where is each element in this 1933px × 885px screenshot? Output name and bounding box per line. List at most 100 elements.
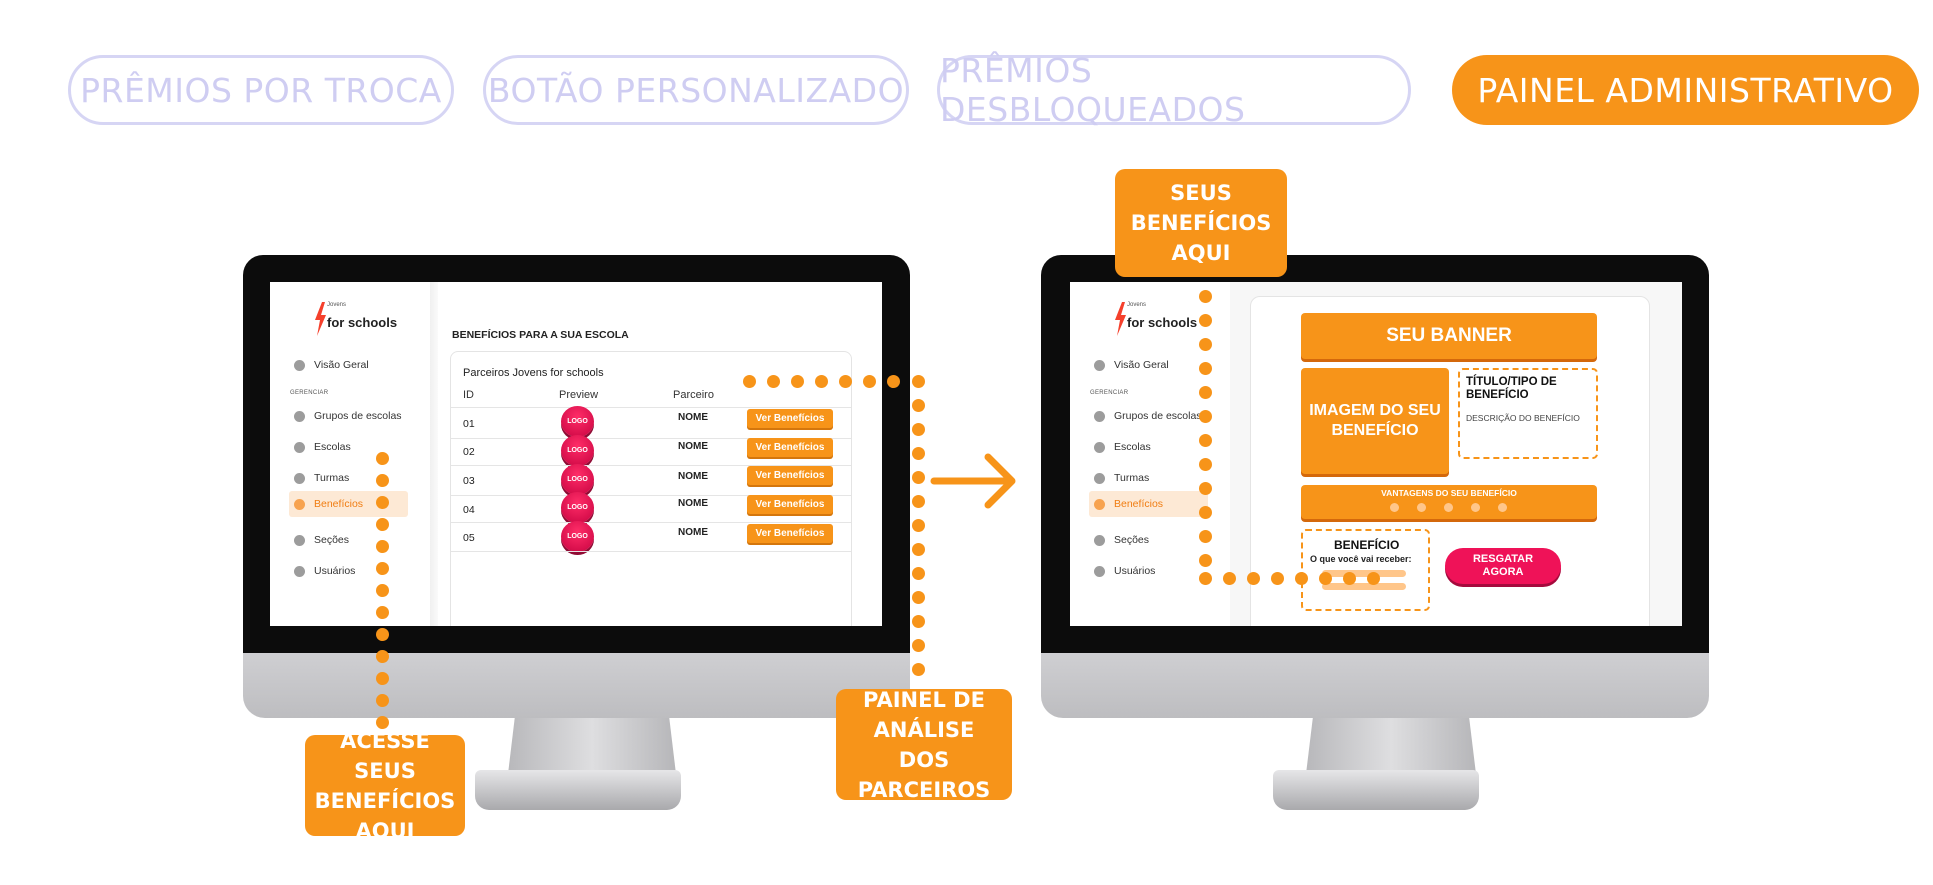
advantage-dot <box>1390 503 1399 512</box>
connector-dot <box>912 471 925 484</box>
arrow-right-icon <box>930 453 1016 509</box>
benefit-label: BENEFÍCIO <box>1334 538 1400 552</box>
row-divider <box>451 551 851 552</box>
tab-botao-personalizado[interactable]: BOTÃO PERSONALIZADO <box>483 55 909 125</box>
banner-block: SEU BANNER <box>1301 313 1597 359</box>
ver-beneficios-button[interactable]: Ver Benefícios <box>747 409 833 428</box>
nav-escolas[interactable]: Escolas <box>1094 438 1151 456</box>
partner-name: NOME <box>678 471 708 482</box>
nav-label: Usuários <box>314 565 356 577</box>
benefit-box <box>1301 529 1430 611</box>
connector-dot <box>912 423 925 436</box>
tab-premios-por-troca[interactable]: PRÊMIOS POR TROCA <box>68 55 454 125</box>
page-title: BENEFÍCIOS PARA A SUA ESCOLA <box>452 329 629 341</box>
right-screen: Jovens for schools Visão Geral GERENCIAR… <box>1070 282 1682 626</box>
nav-label: Grupos de escolas <box>1114 410 1202 422</box>
header-divider <box>451 407 851 408</box>
brand-logo-small: Jovens <box>1127 302 1147 308</box>
nav-grupos-de-escolas[interactable]: Grupos de escolas <box>294 407 402 425</box>
sidebar-shadow <box>430 282 438 626</box>
benefit-line <box>1322 570 1406 577</box>
resgatar-agora-button[interactable]: RESGATAR AGORA <box>1445 548 1561 584</box>
connector-dot <box>1199 554 1212 567</box>
description-label: DESCRIÇÃO DO BENEFÍCIO <box>1466 413 1580 423</box>
ver-beneficios-button[interactable]: Ver Benefícios <box>747 495 833 514</box>
callout-seus-beneficios: SEUS BENEFÍCIOS AQUI <box>1115 169 1287 277</box>
connector-dot <box>791 375 804 388</box>
left-screen: Jovens for schools Visão Geral GERENCIAR… <box>270 282 882 626</box>
nav-beneficios[interactable]: Benefícios <box>289 491 408 517</box>
card-title: Parceiros Jovens for schools <box>463 367 604 379</box>
title-type-label: TÍTULO/TIPO DE BENEFÍCIO <box>1466 376 1557 401</box>
tab-premios-desbloqueados[interactable]: PRÊMIOS DESBLOQUEADOS <box>937 51 1411 129</box>
nav-dot-icon <box>1094 534 1105 546</box>
nav-dot-icon <box>294 472 305 484</box>
tab-painel-administrativo[interactable]: PAINEL ADMINISTRATIVO <box>1452 55 1919 125</box>
connector-dot <box>376 518 389 531</box>
column-header-id: ID <box>463 389 474 401</box>
connector-dot <box>376 672 389 685</box>
row-divider <box>451 522 851 523</box>
row-id: 01 <box>463 418 475 430</box>
advantage-dot <box>1444 503 1453 512</box>
brand-logo-small: Jovens <box>327 302 347 308</box>
nav-turmas[interactable]: Turmas <box>1094 469 1149 487</box>
connector-dot <box>912 567 925 580</box>
nav-escolas[interactable]: Escolas <box>294 438 351 456</box>
title-type-box <box>1458 368 1598 459</box>
connector-dot <box>1199 482 1212 495</box>
nav-dot-icon <box>1094 359 1105 371</box>
ver-beneficios-button[interactable]: Ver Benefícios <box>747 524 833 543</box>
nav-dot-icon <box>294 359 305 371</box>
partner-logo: LOGO <box>561 406 594 437</box>
connector-dot <box>1199 338 1212 351</box>
connector-dot <box>912 591 925 604</box>
nav-dot-icon <box>294 534 305 546</box>
nav-dot-icon <box>294 410 305 422</box>
nav-turmas[interactable]: Turmas <box>294 469 349 487</box>
connector-dot <box>912 519 925 532</box>
partner-logo: LOGO <box>561 435 594 466</box>
partners-card: Parceiros Jovens for schools ID Preview … <box>450 351 852 626</box>
nav-secoes[interactable]: Seções <box>294 531 349 549</box>
ver-beneficios-button[interactable]: Ver Benefícios <box>747 438 833 457</box>
connector-dot <box>1199 434 1212 447</box>
left-monitor-neck <box>508 718 676 774</box>
nav-secoes[interactable]: Seções <box>1094 531 1149 549</box>
nav-usuarios[interactable]: Usuários <box>1094 562 1155 580</box>
row-divider <box>451 495 851 496</box>
sidebar-group-label: GERENCIAR <box>1090 390 1129 396</box>
partner-name: NOME <box>678 412 708 423</box>
left-monitor-base <box>475 770 681 810</box>
connector-dot <box>1199 530 1212 543</box>
connector-dot <box>1319 572 1332 585</box>
brand-logo-name: for schools <box>1127 315 1198 330</box>
benefit-line <box>1322 583 1406 590</box>
nav-usuarios[interactable]: Usuários <box>294 562 355 580</box>
nav-beneficios[interactable]: Benefícios <box>1089 491 1208 517</box>
left-monitor-chin <box>243 653 910 718</box>
nav-label: Escolas <box>314 441 351 453</box>
connector-dot <box>376 716 389 729</box>
connector-dot <box>839 375 852 388</box>
nav-visao-geral[interactable]: Visão Geral <box>1094 356 1169 374</box>
advantage-dot <box>1417 503 1426 512</box>
partner-logo: LOGO <box>561 464 594 495</box>
connector-dot <box>376 694 389 707</box>
row-id: 03 <box>463 475 475 487</box>
column-header-parceiro: Parceiro <box>673 389 714 401</box>
nav-label: Benefícios <box>314 498 364 510</box>
nav-grupos-de-escolas[interactable]: Grupos de escolas <box>1094 407 1202 425</box>
ver-beneficios-button[interactable]: Ver Benefícios <box>747 466 833 485</box>
connector-dot <box>912 375 925 388</box>
nav-dot-icon <box>1094 410 1105 422</box>
nav-label: Seções <box>314 534 350 546</box>
connector-dot <box>376 584 389 597</box>
nav-visao-geral[interactable]: Visão Geral <box>294 356 369 374</box>
connector-dot <box>912 399 925 412</box>
connector-dot <box>1199 290 1212 303</box>
left-sidebar: Jovens for schools Visão Geral GERENCIAR… <box>270 282 433 626</box>
benefit-sub-label: O que você vai receber: <box>1310 554 1412 564</box>
nav-label: Visão Geral <box>1114 359 1169 371</box>
row-id: 02 <box>463 446 475 458</box>
